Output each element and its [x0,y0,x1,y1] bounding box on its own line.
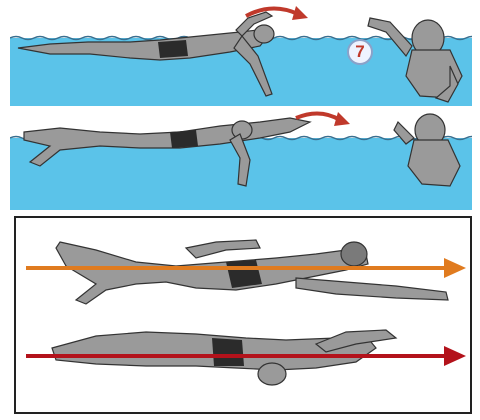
swimmer-front-view [368,18,462,102]
swimsuit [158,40,188,58]
illustration-panel-top: 7 [10,6,472,106]
swimmer-figure [18,12,274,96]
swimmer-stroke-illustration [10,110,472,210]
illustration-panel-middle [10,110,472,210]
swimsuit [170,130,198,148]
step-number-badge: 7 [347,39,373,65]
body-axis-diagram [16,218,472,414]
swimmer-front-view [394,114,460,186]
arm-rotation-arrow [296,113,340,120]
swimmer-stroke-illustration [10,6,472,106]
illustration-panel-bottom [14,216,472,414]
swimsuit [226,260,262,288]
arm-rotation-arrow [246,8,298,16]
swimsuit [212,338,244,366]
swimmer-figure [24,118,310,186]
